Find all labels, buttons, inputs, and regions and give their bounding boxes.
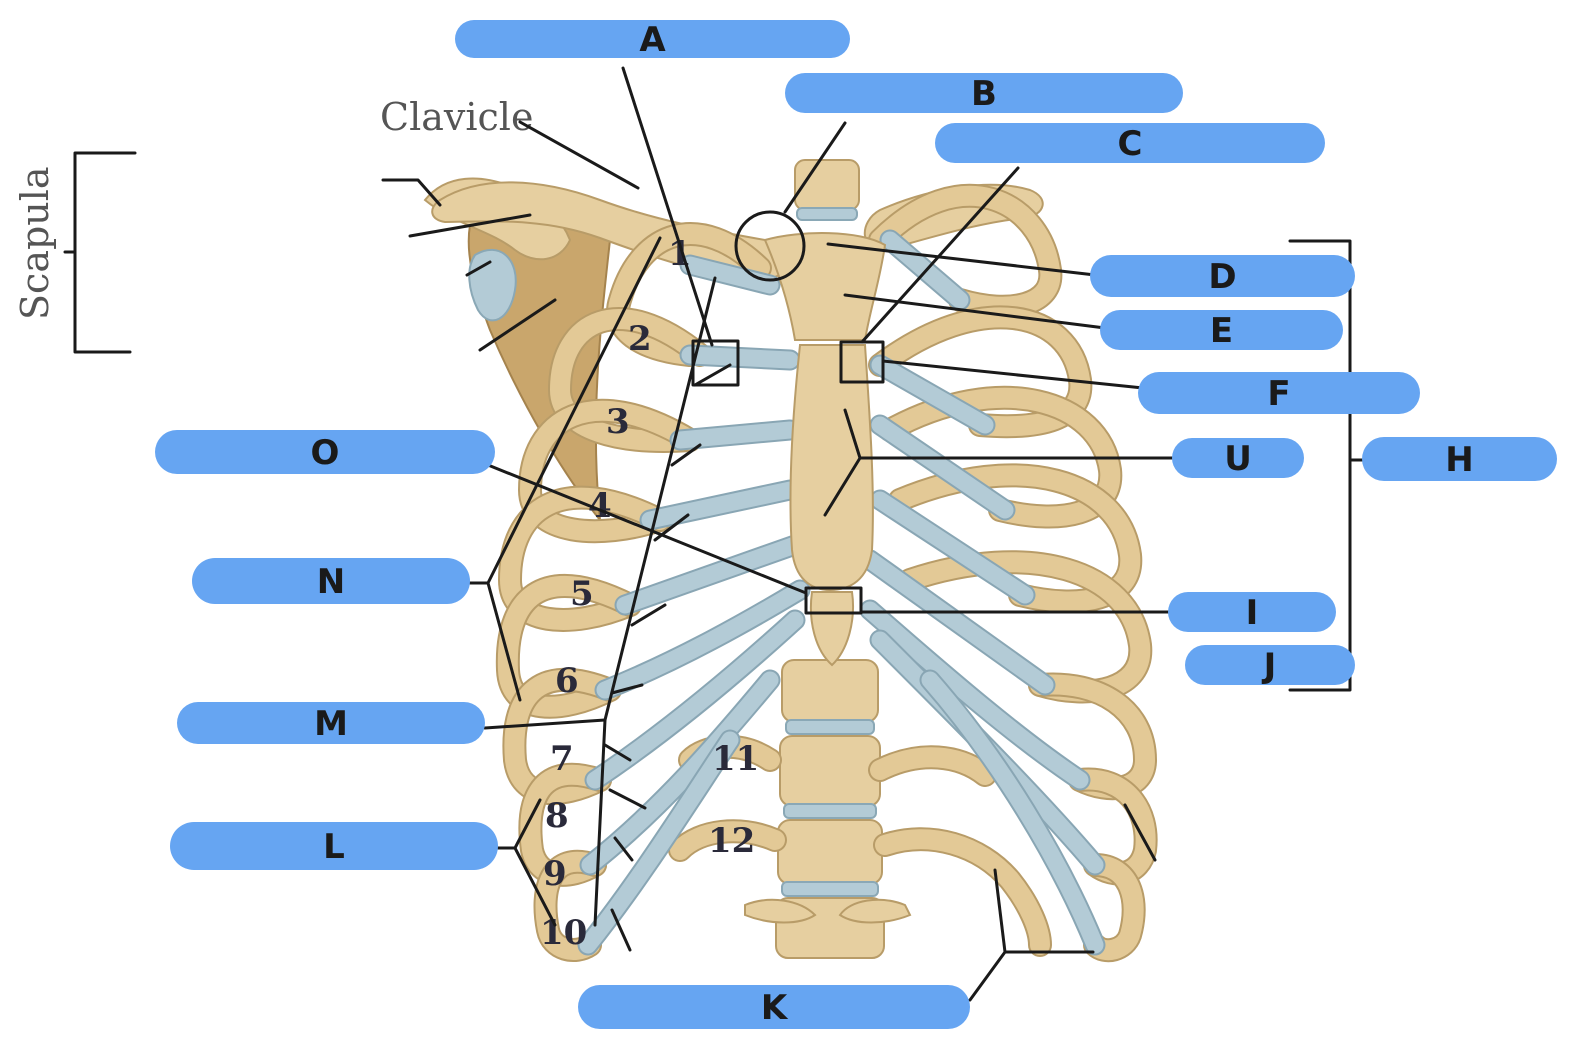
label-b[interactable]: B xyxy=(785,73,1183,114)
leader-lines xyxy=(63,66,1367,1002)
label-letter-a: A xyxy=(639,20,666,60)
label-pill-f[interactable] xyxy=(1138,372,1420,414)
label-h[interactable]: H xyxy=(1362,437,1557,481)
clavicle-label: Clavicle xyxy=(380,95,533,139)
label-l[interactable]: L xyxy=(170,822,498,870)
label-letter-e: E xyxy=(1210,311,1233,351)
label-pill-i[interactable] xyxy=(1168,592,1336,632)
label-pill-o[interactable] xyxy=(155,430,495,474)
label-pill-l[interactable] xyxy=(170,822,498,870)
rib-number-8: 8 xyxy=(545,796,569,836)
label-f[interactable]: F xyxy=(1138,372,1420,414)
label-pill-k[interactable] xyxy=(578,985,970,1029)
vertebral-column xyxy=(744,159,912,959)
glenoid-cavity xyxy=(468,249,517,322)
label-pill-n[interactable] xyxy=(192,558,470,604)
label-letter-o: O xyxy=(311,433,340,473)
label-e[interactable]: E xyxy=(1100,310,1343,351)
label-letter-j: J xyxy=(1262,646,1277,686)
costal-cartilages xyxy=(577,229,1106,956)
rib-number-9: 9 xyxy=(543,854,567,894)
label-pill-b[interactable] xyxy=(785,73,1183,113)
label-pill-h[interactable] xyxy=(1362,437,1557,481)
label-letter-n: N xyxy=(317,562,345,602)
ribs-left xyxy=(495,222,787,962)
label-letter-l: L xyxy=(323,827,345,867)
rib-number-4: 4 xyxy=(588,486,612,526)
rib-number-10: 10 xyxy=(540,913,587,953)
label-pill-g[interactable] xyxy=(1172,438,1304,478)
label-k[interactable]: K xyxy=(578,985,970,1029)
sternum xyxy=(763,232,887,667)
rib-number-7: 7 xyxy=(550,739,574,779)
label-m[interactable]: M xyxy=(177,702,485,744)
label-i[interactable]: I xyxy=(1168,592,1336,633)
rib-number-12: 12 xyxy=(708,821,755,861)
label-letter-m: M xyxy=(314,704,348,744)
ribs-right xyxy=(868,183,1158,963)
label-pill-m[interactable] xyxy=(177,702,485,744)
label-letter-c: C xyxy=(1118,124,1143,164)
label-o[interactable]: O xyxy=(155,430,495,474)
label-letter-i: I xyxy=(1246,593,1259,633)
label-letter-f: F xyxy=(1267,374,1290,414)
label-pill-a[interactable] xyxy=(455,20,850,58)
rib-number-6: 6 xyxy=(555,661,579,701)
label-g[interactable]: U xyxy=(1172,438,1304,479)
label-letter-b: B xyxy=(971,74,997,114)
label-d[interactable]: D xyxy=(1090,255,1355,297)
label-a[interactable]: A xyxy=(455,20,850,60)
label-c[interactable]: C xyxy=(935,123,1325,164)
label-pill-e[interactable] xyxy=(1100,310,1343,350)
thoracic-cage-illustration xyxy=(423,159,1158,963)
scapula-label: Scapula xyxy=(13,166,57,320)
label-pill-c[interactable] xyxy=(935,123,1325,163)
label-letter-h: H xyxy=(1445,440,1473,480)
label-letter-k: K xyxy=(761,988,789,1028)
label-pill-d[interactable] xyxy=(1090,255,1355,297)
label-j[interactable]: J xyxy=(1185,645,1355,686)
label-letter-g: U xyxy=(1224,439,1252,479)
rib-number-2: 2 xyxy=(628,319,652,359)
rib-number-11: 11 xyxy=(712,739,759,779)
label-n[interactable]: N xyxy=(192,558,470,604)
rib-number-5: 5 xyxy=(570,574,594,614)
label-pill-j[interactable] xyxy=(1185,645,1355,685)
rib-number-3: 3 xyxy=(606,402,630,442)
label-letter-d: D xyxy=(1208,257,1236,297)
